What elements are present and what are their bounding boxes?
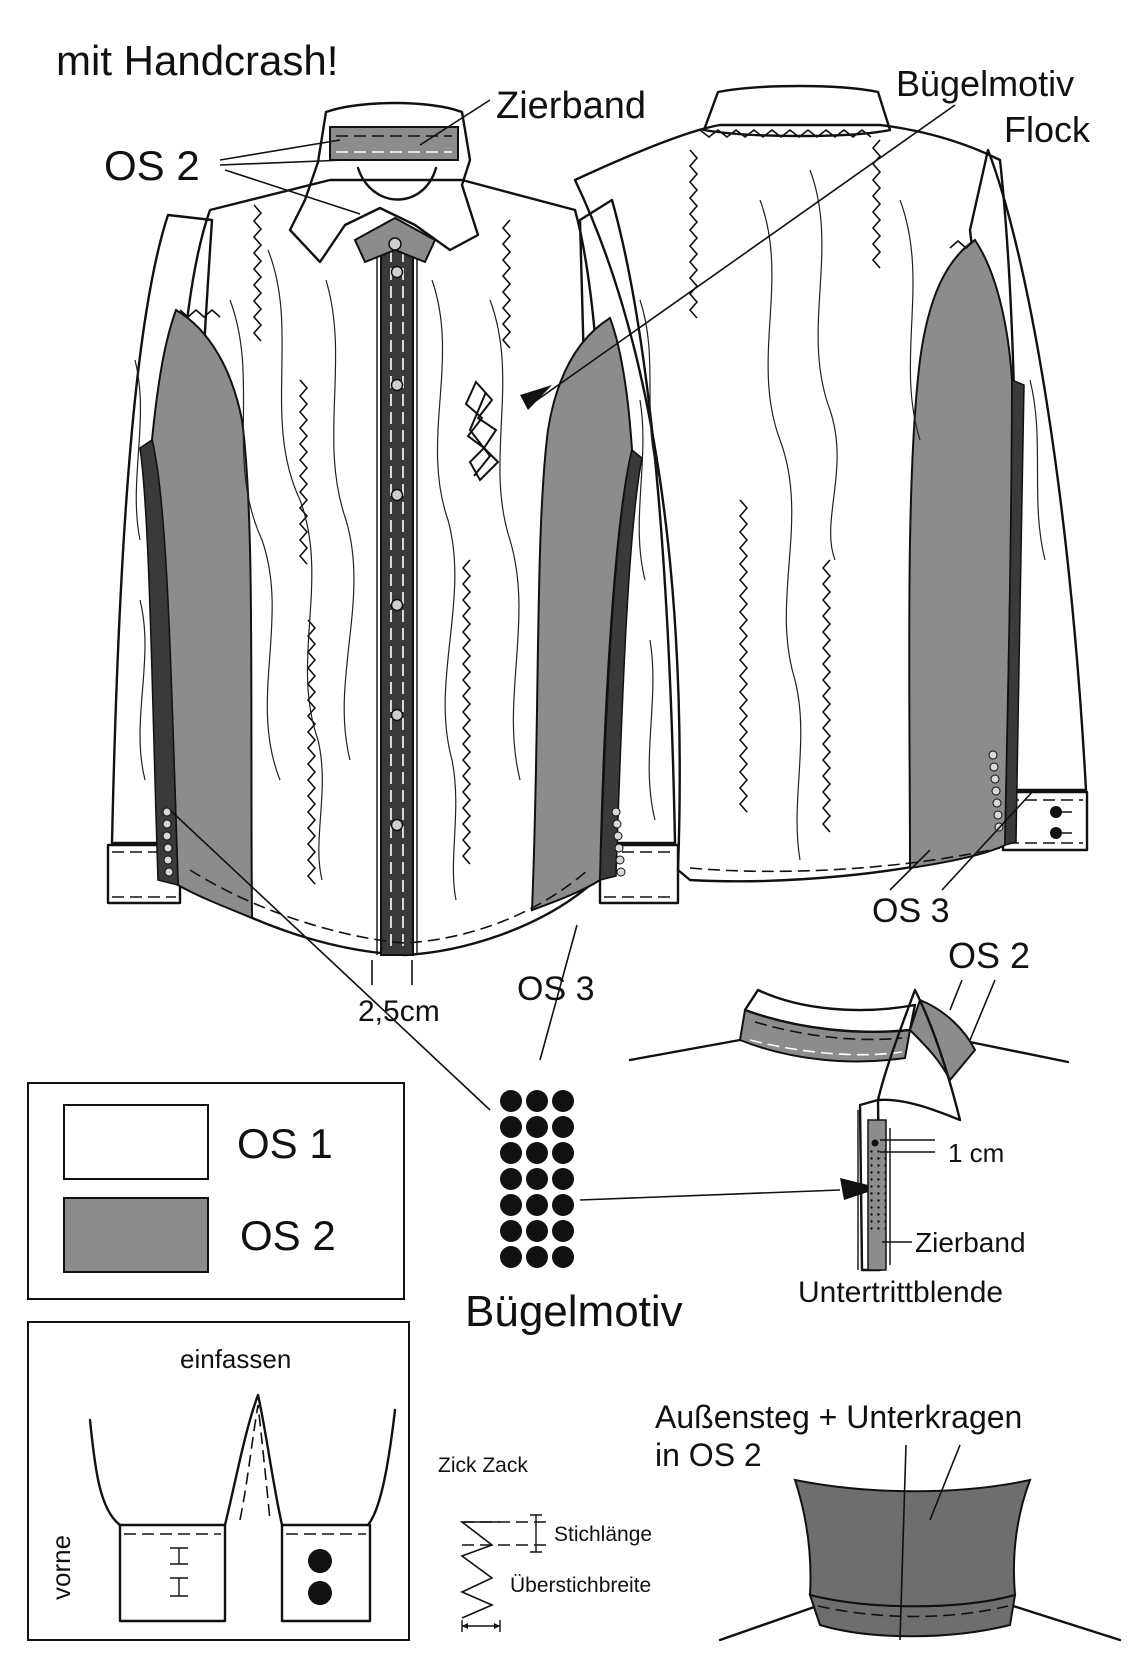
collar-detail-stand-os2 — [908, 998, 977, 1082]
flock-motif — [464, 380, 500, 482]
cuff-left — [118, 1523, 227, 1623]
width-25cm-label: 2,5cm — [358, 995, 440, 1028]
vorne-label: vorne — [46, 1535, 76, 1600]
zickzack-diagram: Zick Zack Stichlänge Überstichbreite — [438, 1454, 652, 1632]
buegelmotiv-dot-grid — [500, 1090, 574, 1268]
zickzack-label: Zick Zack — [438, 1454, 528, 1477]
buegelmotiv-big-label: Bügelmotiv — [465, 1287, 683, 1336]
legend-label-os2: OS 2 — [240, 1212, 336, 1259]
cuff-right — [280, 1523, 372, 1623]
back-side-panel-os2 — [908, 238, 1014, 870]
front-placket — [380, 239, 414, 956]
legend-label-os1: OS 1 — [237, 1120, 333, 1167]
back-cuff-buttons — [1050, 806, 1062, 839]
buegelmotiv-flock-label-2: Flock — [1004, 109, 1091, 150]
os3-right-label: OS 3 — [872, 892, 949, 930]
legend-swatch-os1 — [63, 1104, 209, 1180]
os2-callout-label: OS 2 — [104, 142, 200, 189]
stichlaenge-label: Stichlänge — [554, 1523, 652, 1546]
zierband-small-label: Zierband — [915, 1227, 1026, 1258]
back-collar — [702, 84, 892, 138]
back-piping-os3 — [1004, 378, 1025, 846]
buegelmotiv-flock-label-1: Bügelmotiv — [896, 63, 1074, 104]
front-left-piping-os3 — [139, 438, 179, 886]
front-right-piping-os3 — [599, 448, 643, 881]
front-collar — [288, 101, 480, 264]
title: mit Handcrash! — [56, 37, 338, 84]
legend: OS 1 OS 2 — [27, 1082, 405, 1300]
einfassen-label: einfassen — [180, 1344, 291, 1374]
front-shirt — [106, 101, 680, 957]
sleeve-vent-dots — [162, 807, 626, 877]
placket-buttons — [390, 265, 404, 832]
aussensteg-label-2: in OS 2 — [655, 1437, 762, 1473]
os2-collar-label: OS 2 — [948, 935, 1030, 976]
aussensteg-label-1: Außensteg + Unterkragen — [655, 1399, 1022, 1435]
unterkragen-os2 — [793, 1478, 1032, 1608]
os3-center-label: OS 3 — [517, 970, 594, 1008]
cuff-detail: einfassen vorne — [27, 1321, 410, 1641]
flock-arrow-head — [520, 385, 552, 410]
collar-detail — [628, 979, 1070, 1272]
one-cm-label: 1 cm — [948, 1138, 1004, 1168]
ueberstichbreite-label: Überstichbreite — [510, 1574, 651, 1597]
zierband-top-label: Zierband — [496, 85, 646, 127]
legend-swatch-os2 — [63, 1197, 209, 1273]
front-collar-stand-os2 — [329, 126, 459, 161]
untertrittblende-label: Untertrittblende — [798, 1276, 1003, 1309]
leader-lines — [169, 99, 1035, 1201]
cuff-detail-frame — [27, 1321, 410, 1641]
collar-detail-point — [876, 988, 962, 1122]
back-shirt — [573, 84, 1089, 883]
aussensteg-detail: Außensteg + Unterkragen in OS 2 — [655, 1399, 1122, 1642]
cuff-buttons — [308, 1549, 332, 1605]
